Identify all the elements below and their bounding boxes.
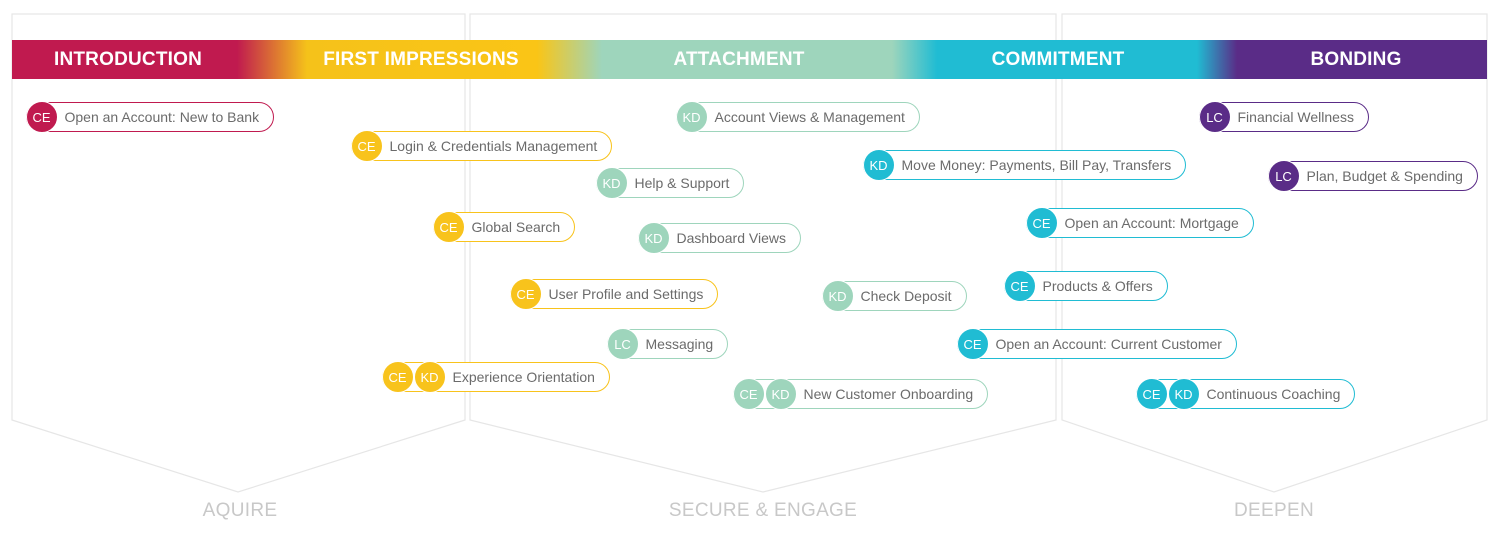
badge-kd: KD [821,279,854,312]
pill-label: Login & Credentials Management [389,138,598,154]
pill-label: Continuous Coaching [1206,386,1341,402]
pill-experience-orientation[interactable]: CE KD Experience Orientation [381,360,610,393]
panel-aquire [11,13,466,493]
pill-label: Global Search [471,219,561,235]
badge-kd: KD [675,100,708,133]
pill-label: Help & Support [634,175,730,191]
badge-kd: KD [637,221,670,254]
badge-ce: CE [25,100,58,133]
pill-label: Dashboard Views [676,230,786,246]
pill-financial-wellness[interactable]: LC Financial Wellness [1198,100,1369,133]
phase-aquire: AQUIRE [202,500,278,521]
pill-label: Move Money: Payments, Bill Pay, Transfer… [901,157,1172,173]
badge-ce: CE [1025,206,1058,239]
pill-continuous-coaching[interactable]: CE KD Continuous Coaching [1135,377,1356,410]
pill-label: User Profile and Settings [548,286,704,302]
pill-label: Products & Offers [1042,278,1153,294]
pill-plan-budget-spending[interactable]: LC Plan, Budget & Spending [1267,159,1478,192]
badge-ce: CE [350,129,383,162]
badge-ce: CE [732,377,765,410]
pill-open-account-mortgage[interactable]: CE Open an Account: Mortgage [1025,206,1254,239]
pill-label: Check Deposit [860,288,952,304]
pill-login-credentials[interactable]: CE Login & Credentials Management [350,129,613,162]
pill-account-views-management[interactable]: KD Account Views & Management [675,100,920,133]
stage-first-impressions: FIRST IMPRESSIONS [323,49,519,70]
badge-kd: KD [1167,377,1200,410]
badge-lc: LC [1198,100,1231,133]
pill-label: Account Views & Management [714,109,905,125]
phase-secure-engage: SECURE & ENGAGE [668,500,858,521]
badge-ce: CE [509,277,542,310]
badge-ce: CE [956,327,989,360]
pill-open-account-current-customer[interactable]: CE Open an Account: Current Customer [956,327,1237,360]
pill-global-search[interactable]: CE Global Search [432,210,576,243]
badge-kd: KD [413,360,446,393]
panel-deepen [1061,13,1488,493]
stage-bar: INTRODUCTION FIRST IMPRESSIONS ATTACHMEN… [12,40,1487,79]
badge-ce: CE [381,360,414,393]
stage-commitment: COMMITMENT [991,49,1125,70]
pill-new-customer-onboarding[interactable]: CE KD New Customer Onboarding [732,377,989,410]
pill-dashboard-views[interactable]: KD Dashboard Views [637,221,801,254]
pill-check-deposit[interactable]: KD Check Deposit [821,279,967,312]
pill-open-account-new-to-bank[interactable]: CE Open an Account: New to Bank [25,100,275,133]
stage-introduction: INTRODUCTION [53,49,203,70]
pill-user-profile-settings[interactable]: CE User Profile and Settings [509,277,719,310]
phase-deepen: DEEPEN [1234,500,1314,521]
badge-kd: KD [764,377,797,410]
pill-label: Experience Orientation [452,369,595,385]
badge-lc: LC [606,327,639,360]
pill-label: Open an Account: Current Customer [995,336,1222,352]
badge-lc: LC [1267,159,1300,192]
pill-label: Messaging [645,336,714,352]
pill-help-support[interactable]: KD Help & Support [595,166,745,199]
pill-products-offers[interactable]: CE Products & Offers [1003,269,1168,302]
badge-ce: CE [432,210,465,243]
panel-secure-engage [469,13,1057,493]
badge-kd: KD [595,166,628,199]
badge-ce: CE [1135,377,1168,410]
badge-kd: KD [862,148,895,181]
pill-label: New Customer Onboarding [803,386,974,402]
pill-label: Plan, Budget & Spending [1306,168,1463,184]
pill-move-money[interactable]: KD Move Money: Payments, Bill Pay, Trans… [862,148,1187,181]
badge-ce: CE [1003,269,1036,302]
pill-label: Open an Account: New to Bank [64,109,260,125]
stage-attachment: ATTACHMENT [673,49,805,70]
pill-messaging[interactable]: LC Messaging [606,327,729,360]
stage-bonding: BONDING [1310,49,1402,70]
pill-label: Financial Wellness [1237,109,1354,125]
pill-label: Open an Account: Mortgage [1064,215,1239,231]
